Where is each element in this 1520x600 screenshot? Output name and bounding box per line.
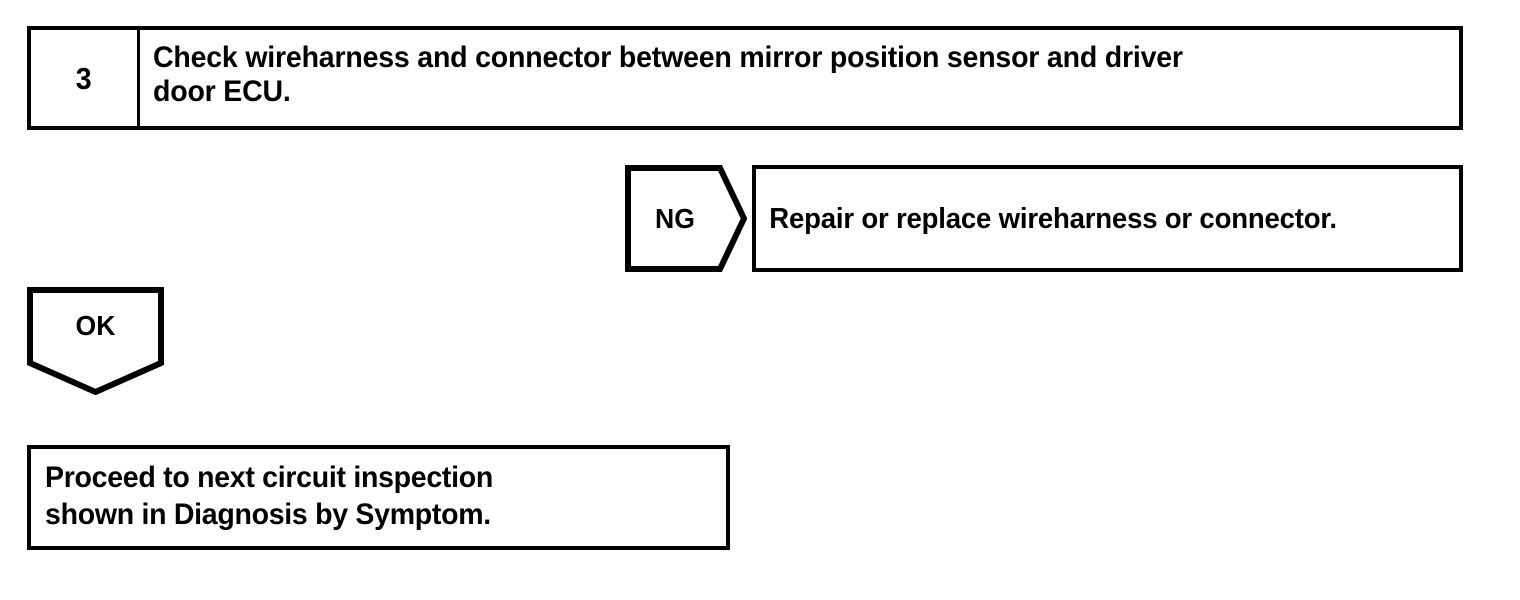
step-row: 3 Check wireharness and connector betwee… [27, 26, 1463, 130]
ng-result-box: Repair or replace wireharness or connect… [752, 165, 1463, 272]
ng-result-text: Repair or replace wireharness or connect… [769, 202, 1337, 235]
final-outcome-text: Proceed to next circuit inspection shown… [45, 461, 493, 531]
ok-flag-label: OK [75, 310, 116, 341]
ng-flag-shape [625, 165, 747, 272]
ok-flag-shape [27, 287, 164, 395]
step-instruction-cell: Check wireharness and connector between … [143, 30, 1459, 126]
ng-flag-label: NG [655, 202, 695, 234]
step-number-cell: 3 [31, 30, 140, 126]
final-outcome-box: Proceed to next circuit inspection shown… [27, 445, 730, 550]
step-instruction-text: Check wireharness and connector between … [153, 41, 1183, 108]
step-number: 3 [76, 60, 92, 96]
